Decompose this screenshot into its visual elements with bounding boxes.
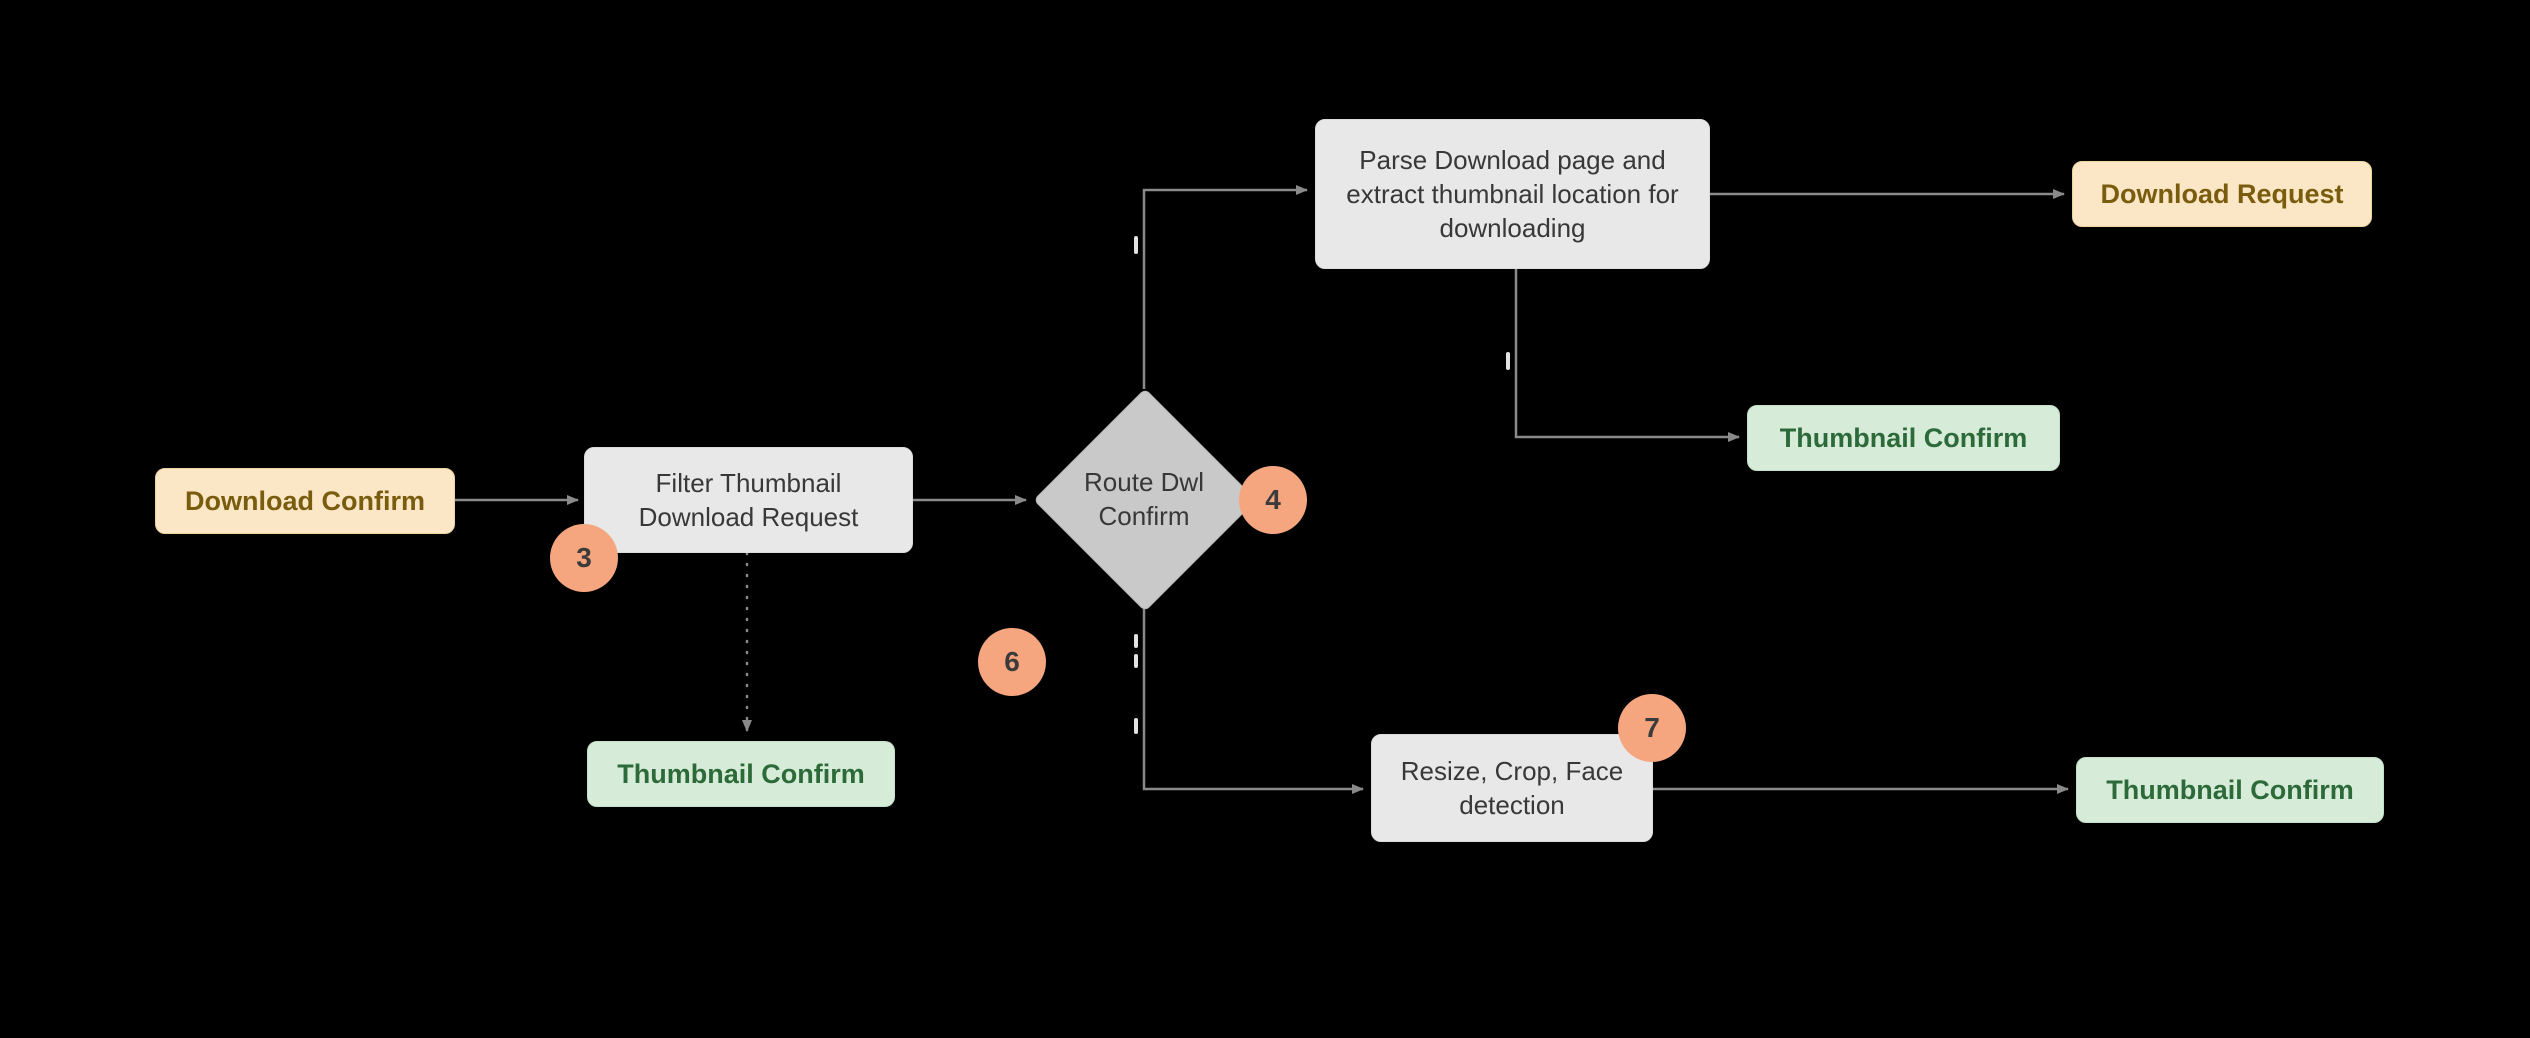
edge-routedwl-resize: [1142, 609, 1364, 794]
node-label: Thumbnail Confirm: [1779, 423, 2028, 453]
node-label: Parse Download page and extract thumbnai…: [1346, 145, 1679, 243]
node-filter-thumbnail-download-request: Filter Thumbnail Download Request: [584, 447, 913, 553]
node-label: Route Dwl Confirm: [1084, 467, 1204, 531]
decision-route-dwl-confirm: Route Dwl Confirm: [1064, 459, 1224, 539]
node-label: Thumbnail Confirm: [2106, 775, 2354, 805]
node-download-confirm: Download Confirm: [155, 468, 455, 534]
node-parse-download-page: Parse Download page and extract thumbnai…: [1315, 119, 1710, 269]
node-thumbnail-confirm-right: Thumbnail Confirm: [2076, 757, 2384, 823]
edge-tick: [1134, 634, 1138, 648]
node-label: Thumbnail Confirm: [617, 759, 865, 789]
edge-routedwl-parse: [1142, 185, 1308, 389]
node-resize-crop-face-detection: Resize, Crop, Face detection: [1371, 734, 1653, 842]
node-thumbnail-confirm-top: Thumbnail Confirm: [1747, 405, 2060, 471]
node-label: Resize, Crop, Face detection: [1400, 756, 1624, 820]
node-download-request: Download Request: [2072, 161, 2372, 227]
badge-number: 7: [1644, 712, 1660, 743]
step-badge-4: 4: [1239, 466, 1307, 534]
node-label: Filter Thumbnail Download Request: [638, 468, 859, 532]
step-badge-7: 7: [1618, 694, 1686, 762]
step-badge-3: 3: [550, 524, 618, 592]
step-badge-6: 6: [978, 628, 1046, 696]
node-label: Download Request: [2100, 179, 2344, 209]
edge-parse-thumbnailconfirm-top: [1514, 269, 1740, 442]
node-thumbnail-confirm-left: Thumbnail Confirm: [587, 741, 895, 807]
badge-number: 6: [1004, 646, 1020, 677]
edge-tick: [1506, 352, 1510, 370]
edge-tick: [1134, 654, 1138, 668]
edge-tick: [1134, 236, 1138, 254]
edge-tick: [1134, 718, 1138, 734]
node-label: Download Confirm: [185, 486, 425, 516]
badge-number: 3: [576, 542, 592, 573]
badge-number: 4: [1265, 484, 1281, 515]
